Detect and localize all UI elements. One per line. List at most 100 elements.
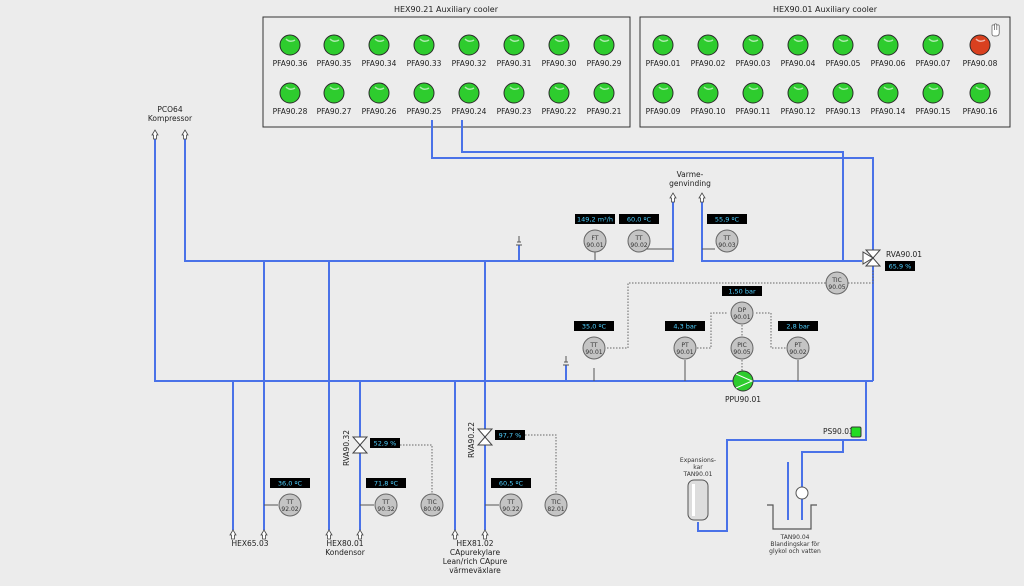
valve-position-display — [370, 438, 400, 448]
value-display — [574, 321, 614, 331]
fan-label: PFA90.28 — [273, 107, 308, 116]
tan9004-desc2: glykol och vatten — [769, 548, 821, 555]
fan-icon[interactable] — [697, 82, 719, 104]
fan-pfa90.12[interactable]: PFA90.12 — [781, 82, 816, 116]
fan-icon[interactable] — [458, 34, 480, 56]
cooler-title: HEX90.21 Auxiliary cooler — [394, 5, 499, 14]
fan-icon[interactable] — [922, 34, 944, 56]
fan-icon[interactable] — [652, 82, 674, 104]
fan-icon[interactable] — [742, 34, 764, 56]
fan-pfa90.35[interactable]: PFA90.35 — [317, 34, 352, 68]
fan-pfa90.32[interactable]: PFA90.32 — [452, 34, 487, 68]
fan-icon[interactable] — [368, 82, 390, 104]
fan-pfa90.16[interactable]: PFA90.16 — [963, 82, 998, 116]
fan-pfa90.01[interactable]: PFA90.01 — [646, 34, 681, 68]
fan-pfa90.26[interactable]: PFA90.26 — [362, 82, 397, 116]
fan-icon[interactable] — [969, 82, 991, 104]
fan-icon[interactable] — [413, 82, 435, 104]
mixing-tank[interactable] — [767, 504, 817, 530]
fan-icon[interactable] — [548, 82, 570, 104]
fan-icon[interactable] — [969, 34, 991, 56]
valve-rva9032[interactable]: 52,9 % — [351, 436, 400, 454]
fan-pfa90.27[interactable]: PFA90.27 — [317, 82, 352, 116]
fan-icon[interactable] — [503, 82, 525, 104]
fan-pfa90.22[interactable]: PFA90.22 — [542, 82, 577, 116]
dosing-pump[interactable] — [795, 486, 809, 500]
fan-pfa90.08[interactable]: PFA90.08 — [963, 34, 998, 68]
fan-icon[interactable] — [458, 82, 480, 104]
fan-pfa90.10[interactable]: PFA90.10 — [691, 82, 726, 116]
valve-rva9001[interactable]: 65,9 % — [862, 249, 915, 271]
fan-pfa90.09[interactable]: PFA90.09 — [646, 82, 681, 116]
fan-pfa90.29[interactable]: PFA90.29 — [587, 34, 622, 68]
fan-pfa90.33[interactable]: PFA90.33 — [407, 34, 442, 68]
fan-icon[interactable] — [548, 34, 570, 56]
fan-pfa90.28[interactable]: PFA90.28 — [273, 82, 308, 116]
fan-icon[interactable] — [413, 34, 435, 56]
fan-label: PFA90.23 — [497, 107, 532, 116]
hand-cursor-icon[interactable] — [991, 23, 1000, 37]
fan-icon[interactable] — [832, 82, 854, 104]
fan-pfa90.05[interactable]: PFA90.05 — [826, 34, 861, 68]
expansion-tank[interactable] — [687, 479, 709, 521]
fan-pfa90.13[interactable]: PFA90.13 — [826, 82, 861, 116]
fan-pfa90.31[interactable]: PFA90.31 — [497, 34, 532, 68]
fan-pfa90.21[interactable]: PFA90.21 — [587, 82, 622, 116]
ps9003-label: PS90.03 — [823, 427, 854, 436]
fan-pfa90.15[interactable]: PFA90.15 — [916, 82, 951, 116]
fan-icon[interactable] — [279, 34, 301, 56]
fan-icon[interactable] — [593, 34, 615, 56]
fan-pfa90.03[interactable]: PFA90.03 — [736, 34, 771, 68]
instrument-tag: PIC — [737, 342, 747, 349]
fan-pfa90.23[interactable]: PFA90.23 — [497, 82, 532, 116]
fan-icon[interactable] — [832, 34, 854, 56]
fan-pfa90.14[interactable]: PFA90.14 — [871, 82, 906, 116]
fan-icon[interactable] — [742, 82, 764, 104]
fan-icon[interactable] — [922, 82, 944, 104]
valve-rva9022[interactable]: 97,7 % — [476, 428, 525, 446]
fan-label: PFA90.07 — [916, 59, 951, 68]
fan-icon[interactable] — [503, 34, 525, 56]
fan-icon[interactable] — [787, 34, 809, 56]
kompressor-label: Kompressor — [148, 114, 193, 123]
fan-icon[interactable] — [787, 82, 809, 104]
fan-pfa90.06[interactable]: PFA90.06 — [871, 34, 906, 68]
flow-arrow-icon — [325, 529, 333, 540]
fan-icon[interactable] — [279, 82, 301, 104]
fan-icon[interactable] — [877, 34, 899, 56]
fan-pfa90.36[interactable]: PFA90.36 — [273, 34, 308, 68]
fan-pfa90.02[interactable]: PFA90.02 — [691, 34, 726, 68]
valve-position-text: 52,9 % — [374, 440, 397, 448]
fan-pfa90.30[interactable]: PFA90.30 — [542, 34, 577, 68]
fan-icon[interactable] — [697, 34, 719, 56]
fan-pfa90.34[interactable]: PFA90.34 — [362, 34, 397, 68]
fan-pfa90.07[interactable]: PFA90.07 — [916, 34, 951, 68]
fan-icon[interactable] — [323, 34, 345, 56]
fan-pfa90.04[interactable]: PFA90.04 — [781, 34, 816, 68]
pump-ppu9001[interactable] — [732, 370, 754, 392]
fan-pfa90.25[interactable]: PFA90.25 — [407, 82, 442, 116]
fan-icon[interactable] — [877, 82, 899, 104]
fan-pfa90.11[interactable]: PFA90.11 — [736, 82, 771, 116]
fan-icon[interactable] — [323, 82, 345, 104]
instrument-tag: TT — [381, 499, 390, 506]
fan-icon[interactable] — [652, 34, 674, 56]
instrument-tag: FT — [591, 235, 598, 242]
fan-icon[interactable] — [593, 82, 615, 104]
fan-icon[interactable] — [368, 34, 390, 56]
fan-pfa90.24[interactable]: PFA90.24 — [452, 82, 487, 116]
